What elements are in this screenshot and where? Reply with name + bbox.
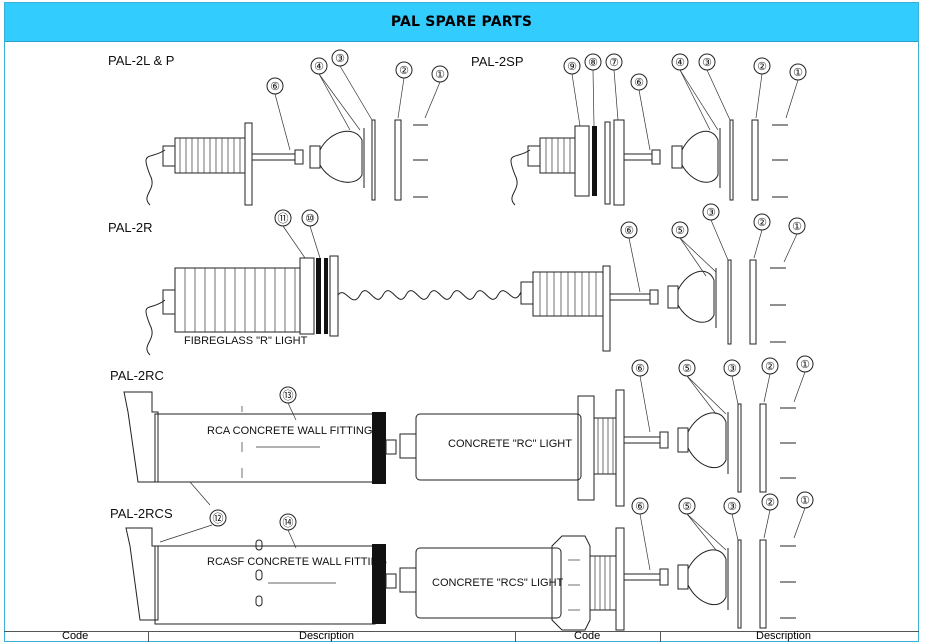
svg-text:②: ② xyxy=(757,61,767,73)
svg-text:⑬: ⑬ xyxy=(283,389,294,402)
ring-icon xyxy=(751,119,759,201)
svg-text:②: ② xyxy=(399,65,409,77)
lamp-icon xyxy=(671,130,719,183)
concrete-rc-light-label: CONCRETE "RC" LIGHT xyxy=(448,438,572,450)
lamp-icon xyxy=(667,270,715,323)
svg-text:⑩: ⑩ xyxy=(305,213,315,225)
nut-icon xyxy=(162,145,176,167)
svg-text:①: ① xyxy=(792,221,802,233)
svg-text:⑨: ⑨ xyxy=(567,61,577,73)
rcasf-fitting-label: RCASF CONCRETE WALL FITTING xyxy=(207,556,387,568)
lamp-icon xyxy=(309,130,363,183)
svg-text:⑤: ⑤ xyxy=(682,363,692,375)
model-label-pal2lp: PAL-2L & P xyxy=(108,53,174,68)
cable-icon xyxy=(510,149,531,206)
rca-fitting-label: RCA CONCRETE WALL FITTING xyxy=(207,425,372,437)
model-label-pal2rc: PAL-2RC xyxy=(110,368,164,383)
nut-icon xyxy=(399,433,417,459)
svg-text:②: ② xyxy=(765,361,775,373)
ring-icon xyxy=(759,539,767,629)
ring-icon xyxy=(394,119,402,201)
fitting-end-cap xyxy=(372,544,386,624)
spacer-icon xyxy=(613,119,625,206)
spare-parts-sheet: PAL SPARE PARTS xyxy=(4,2,919,642)
ring-icon xyxy=(749,259,757,345)
connector-icon xyxy=(294,149,304,165)
svg-text:①: ① xyxy=(793,67,803,79)
svg-text:③: ③ xyxy=(727,363,737,375)
pal2rc-assembly: RCA CONCRETE WALL FITTING CONCRETE "RC" … xyxy=(123,355,814,507)
nut-icon xyxy=(520,281,534,305)
svg-text:⑫: ⑫ xyxy=(213,512,224,525)
concrete-rcs-light-body xyxy=(415,547,562,619)
pal2sp-assembly: ⑨ ⑧ ⑦ ⑥ ④ ③ ② ① xyxy=(510,53,807,206)
connector-icon xyxy=(649,289,659,305)
svg-text:⑥: ⑥ xyxy=(624,225,634,237)
nut-icon xyxy=(527,145,541,167)
svg-text:①: ① xyxy=(435,69,445,81)
svg-text:②: ② xyxy=(757,217,767,229)
model-label-pal2r: PAL-2R xyxy=(108,220,153,235)
svg-text:③: ③ xyxy=(335,53,345,65)
svg-text:④: ④ xyxy=(314,61,324,73)
fitting-cap-icon xyxy=(125,527,159,621)
lamp-icon xyxy=(677,549,727,606)
svg-text:⑪: ⑪ xyxy=(278,212,289,225)
concrete-rcs-light-label: CONCRETE "RCS" LIGHT xyxy=(432,577,564,589)
model-label-pal2sp: PAL-2SP xyxy=(471,54,524,69)
connector-icon xyxy=(659,568,669,586)
svg-text:⑭: ⑭ xyxy=(283,516,294,529)
svg-text:⑥: ⑥ xyxy=(270,81,280,93)
pal2rcs-assembly: RCASF CONCRETE WALL FITTING CONCRETE "RC… xyxy=(125,491,814,631)
cable-icon xyxy=(145,149,166,206)
flange xyxy=(244,122,253,206)
fitting-cap-icon xyxy=(123,391,159,483)
fibreglass-body xyxy=(174,267,301,333)
table-header-code-1: Code xyxy=(62,630,89,642)
svg-text:⑧: ⑧ xyxy=(588,57,598,69)
svg-text:③: ③ xyxy=(702,57,712,69)
svg-text:②: ② xyxy=(765,497,775,509)
coiled-cable-icon xyxy=(337,290,522,301)
title-bar: PAL SPARE PARTS xyxy=(5,3,918,42)
svg-text:⑤: ⑤ xyxy=(682,501,692,513)
svg-text:③: ③ xyxy=(727,501,737,513)
flange xyxy=(604,121,611,205)
rcs-collar-icon xyxy=(551,535,591,631)
ring-icon xyxy=(759,403,767,493)
gasket-icon xyxy=(316,258,321,334)
locknut-icon xyxy=(299,257,315,335)
connector-icon xyxy=(651,149,661,165)
nut-icon xyxy=(399,567,417,593)
flange xyxy=(329,255,339,337)
pal2r-assembly: FIBREGLASS "R" LIGHT ⑪ ⑩ ⑥ ⑤ ③ ② ① xyxy=(145,203,806,356)
model-label-pal2rcs: PAL-2RCS xyxy=(110,506,173,521)
lamp-icon xyxy=(677,412,727,469)
svg-text:①: ① xyxy=(800,359,810,371)
svg-text:①: ① xyxy=(800,495,810,507)
cable-icon xyxy=(145,299,166,356)
concrete-rc-light-body xyxy=(415,413,582,481)
table-header-desc-1: Description xyxy=(148,630,516,642)
table-header-code-2: Code xyxy=(515,630,661,642)
svg-text:③: ③ xyxy=(706,207,716,219)
svg-text:④: ④ xyxy=(675,57,685,69)
page-title: PAL SPARE PARTS xyxy=(390,14,533,30)
svg-text:⑥: ⑥ xyxy=(635,501,645,513)
flange xyxy=(602,265,611,352)
nut-icon xyxy=(162,289,176,315)
fibreglass-light-label: FIBREGLASS "R" LIGHT xyxy=(184,335,308,347)
gasket-icon xyxy=(592,126,597,196)
fitting-end-cap xyxy=(372,412,386,484)
locknut-icon xyxy=(574,125,590,197)
svg-text:⑥: ⑥ xyxy=(635,363,645,375)
flange xyxy=(577,395,595,501)
svg-text:⑤: ⑤ xyxy=(675,225,685,237)
svg-text:⑦: ⑦ xyxy=(609,57,619,69)
connector-icon xyxy=(659,431,669,449)
table-header-desc-2: Description xyxy=(660,630,920,642)
svg-text:⑥: ⑥ xyxy=(634,77,644,89)
pal2lp-assembly: ⑥ ④ ③ ② ① xyxy=(145,49,449,206)
